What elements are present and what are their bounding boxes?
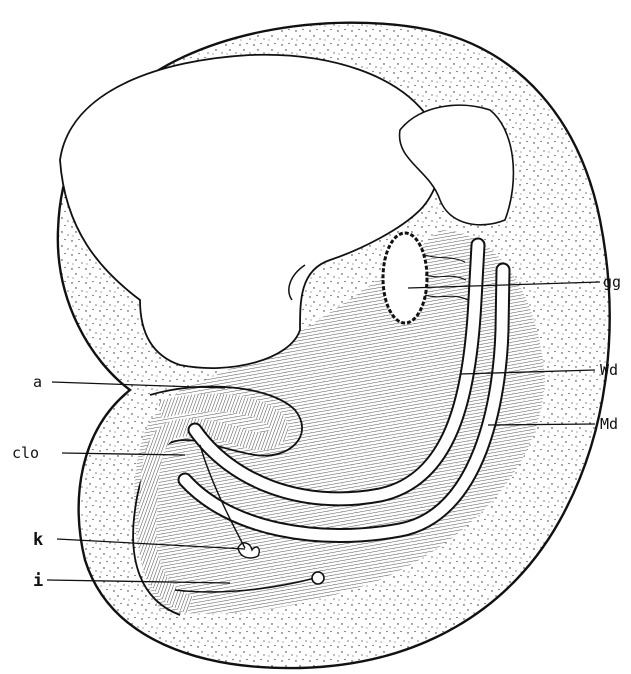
label-clo: clo xyxy=(12,444,39,462)
intestine-end xyxy=(312,572,324,584)
label-wd: Wd xyxy=(600,361,618,379)
label-gg: gg xyxy=(603,273,621,291)
gonad-ring xyxy=(383,233,427,323)
label-i: i xyxy=(33,571,43,591)
label-md: Md xyxy=(600,415,618,433)
label-a: a xyxy=(33,373,42,391)
label-k: k xyxy=(33,530,43,550)
